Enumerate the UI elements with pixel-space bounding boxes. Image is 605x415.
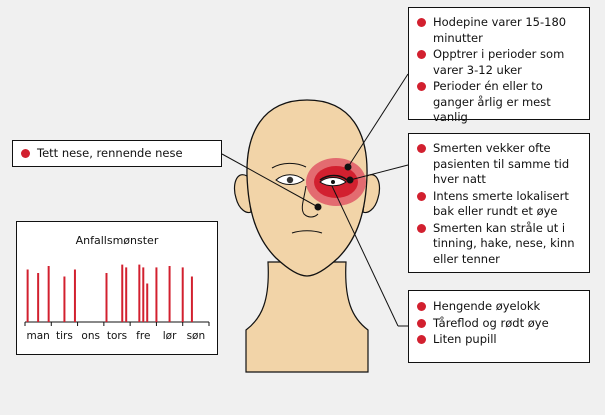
callout-text: Liten pupill bbox=[433, 332, 497, 346]
callout-text: Tåreflod og rødt øye bbox=[433, 316, 549, 330]
bullet-icon bbox=[417, 192, 426, 201]
callout-text: Smerten kan stråle ut i tinning, hake, n… bbox=[433, 221, 575, 266]
neck bbox=[246, 262, 368, 372]
callout-text: Tett nese, rennende nese bbox=[37, 146, 183, 160]
callout-item: Liten pupill bbox=[415, 332, 583, 348]
bullet-icon bbox=[417, 302, 426, 311]
callout-item: Perioder én eller to ganger årlig er mes… bbox=[415, 79, 583, 126]
callout-pain: Smerten vekker ofte pasienten til samme … bbox=[408, 133, 590, 273]
day-label: tirs bbox=[56, 330, 73, 342]
callout-text: Hengende øyelokk bbox=[433, 299, 540, 313]
left-pupil bbox=[287, 177, 293, 183]
callout-text: Intens smerte lokalisert bak eller rundt… bbox=[433, 189, 569, 219]
bullet-icon bbox=[417, 224, 426, 233]
day-label: søn bbox=[187, 330, 206, 342]
callout-item: Opptrer i perioder som varer 3-12 uker bbox=[415, 47, 583, 78]
callout-dot-nose bbox=[315, 204, 322, 211]
day-label: lør bbox=[163, 330, 177, 342]
chart-title: Anfallsmønster bbox=[17, 234, 217, 247]
callout-item: Tåreflod og rødt øye bbox=[415, 316, 583, 332]
day-label: ons bbox=[81, 330, 100, 342]
bullet-icon bbox=[21, 149, 30, 158]
bullet-icon bbox=[417, 82, 426, 91]
callout-item: Hodepine varer 15-180 minutter bbox=[415, 15, 583, 46]
callout-text: Hodepine varer 15-180 minutter bbox=[433, 15, 566, 45]
callout-eye-signs: Hengende øyelokk Tåreflod og rødt øye Li… bbox=[408, 290, 590, 363]
day-label: tors bbox=[107, 330, 127, 342]
day-label: man bbox=[26, 330, 49, 342]
callout-text: Perioder én eller to ganger årlig er mes… bbox=[433, 79, 551, 124]
day-label: fre bbox=[136, 330, 150, 342]
callout-duration: Hodepine varer 15-180 minutter Opptrer i… bbox=[408, 7, 590, 120]
callout-item: Intens smerte lokalisert bak eller rundt… bbox=[415, 189, 583, 220]
callout-text: Opptrer i perioder som varer 3-12 uker bbox=[433, 47, 564, 77]
callout-nose: Tett nese, rennende nese bbox=[12, 140, 222, 167]
callout-dot-eye bbox=[347, 177, 354, 184]
right-pupil bbox=[331, 180, 335, 184]
bullet-icon bbox=[417, 50, 426, 59]
bullet-icon bbox=[417, 319, 426, 328]
callout-text: Smerten vekker ofte pasienten til samme … bbox=[433, 141, 569, 186]
callout-item: Hengende øyelokk bbox=[415, 299, 583, 315]
callout-item: Smerten vekker ofte pasienten til samme … bbox=[415, 141, 583, 188]
bullet-icon bbox=[417, 335, 426, 344]
bullet-icon bbox=[417, 18, 426, 27]
callout-item: Smerten kan stråle ut i tinning, hake, n… bbox=[415, 221, 583, 268]
bullet-icon bbox=[417, 144, 426, 153]
callout-dot-temple bbox=[345, 164, 352, 171]
callout-item: Tett nese, rennende nese bbox=[19, 146, 215, 162]
